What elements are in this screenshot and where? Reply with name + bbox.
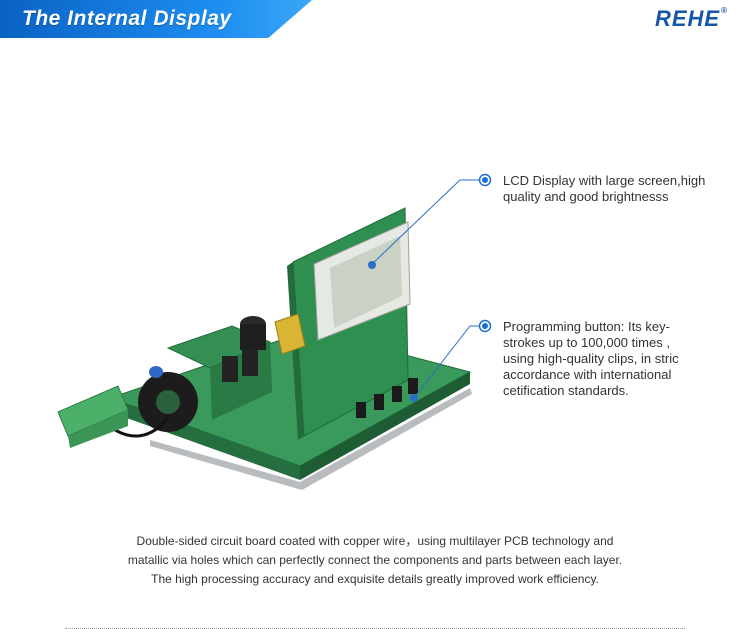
button-1 <box>356 402 366 418</box>
registered-mark: ® <box>721 6 728 15</box>
button-callout-marker-core <box>482 323 488 329</box>
transformer <box>274 313 306 355</box>
button-4 <box>408 378 418 394</box>
lcd-leader-line <box>369 179 484 267</box>
description-line: The high processing accuracy and exquisi… <box>151 572 599 586</box>
button-callout-line: using high-quality clips, in stric <box>503 351 679 366</box>
header-bar: The Internal Display REHE® <box>0 0 750 38</box>
brand-name: REHE <box>654 6 721 31</box>
button-2 <box>374 394 384 410</box>
brand-logo: REHE® <box>655 6 728 32</box>
button-callout-line: strokes up to 100,000 times , <box>503 335 670 350</box>
lcd-callout-marker-core <box>482 177 488 183</box>
button-3 <box>392 386 402 402</box>
title-banner <box>0 0 312 38</box>
lcd-leader-dot <box>368 261 376 269</box>
page-title: The Internal Display <box>22 7 232 30</box>
dotted-divider <box>65 628 685 629</box>
current-transformer-hole <box>156 390 180 414</box>
lcd-callout-line: quality and good brightnesss <box>503 189 669 204</box>
display-pcb-side <box>287 262 304 440</box>
black-wire <box>111 417 170 438</box>
lcd-callout-text: LCD Display with large screen,high quali… <box>503 173 743 205</box>
description-text: Double-sided circuit board coated with c… <box>75 532 675 589</box>
metal-base <box>150 388 472 490</box>
blue-inductor <box>149 366 163 378</box>
lcd-callout-line: LCD Display with large screen,high <box>503 173 706 188</box>
button-callout-line: accordance with international <box>503 367 672 382</box>
terminal-block-front <box>68 410 128 448</box>
description-line: matallic via holes which can perfectly c… <box>127 553 623 567</box>
main-pcb-edge-right <box>300 372 470 480</box>
button-callout-line: Programming button: Its key- <box>503 319 670 334</box>
relay-2 <box>242 350 258 376</box>
relay-1 <box>222 356 238 382</box>
lcd-screen <box>330 236 402 328</box>
description-line: Double-sided circuit board coated with c… <box>136 534 614 548</box>
button-callout-line: cetification standards. <box>503 383 629 398</box>
capacitor-body <box>240 324 266 350</box>
button-leader-dot <box>410 394 418 402</box>
button-callout-text: Programming button: Its key- strokes up … <box>503 319 713 399</box>
